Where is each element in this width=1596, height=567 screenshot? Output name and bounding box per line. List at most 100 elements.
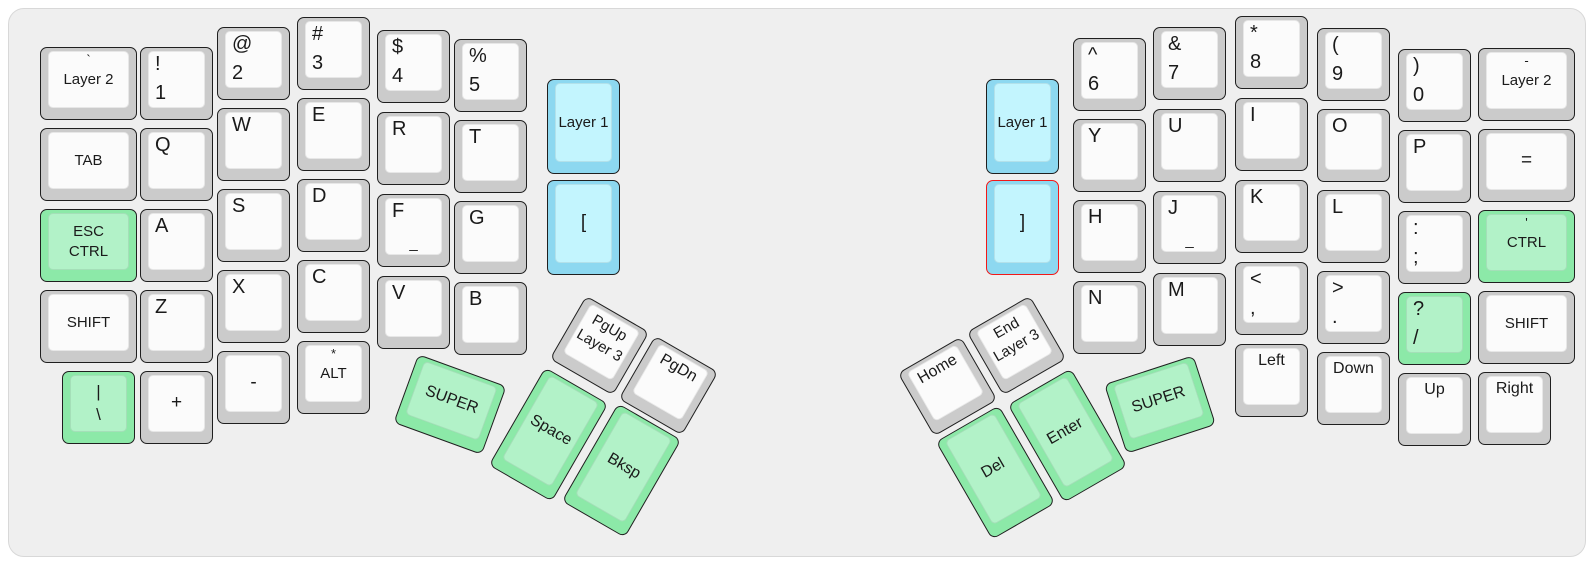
key-pipe-backslash[interactable]: | \ (62, 371, 135, 444)
key-amp-7[interactable]: &7 (1153, 27, 1226, 100)
key-legend-bl: 0 (1413, 84, 1425, 106)
key-q[interactable]: Q (140, 128, 213, 201)
key-rparen-0[interactable]: )0 (1398, 49, 1471, 122)
keycap-top: ?/ (1406, 296, 1463, 353)
keycap-top: C (305, 264, 362, 321)
key-esc-ctrl[interactable]: ESC CTRL (40, 209, 137, 282)
keycap-top: H (1081, 204, 1138, 261)
keycap-top: *8 (1243, 20, 1300, 77)
key-minus-layer2[interactable]: -Layer 2 (1478, 48, 1575, 121)
key-c[interactable]: C (297, 260, 370, 333)
key-legend-tl: K (1250, 186, 1264, 208)
key-shift-left[interactable]: SHIFT (40, 290, 137, 363)
key-legend-tl: I (1250, 104, 1256, 126)
key-layer1-right[interactable]: Layer 1 (986, 79, 1059, 174)
keycap-top: SHIFT (1486, 295, 1567, 352)
key-colon-semicolon[interactable]: :; (1398, 211, 1471, 284)
keycap-top: @2 (225, 31, 282, 88)
key-legend-center: SUPER (1129, 383, 1188, 417)
key-right[interactable]: Right (1478, 372, 1551, 445)
key-j[interactable]: J_ (1153, 191, 1226, 264)
key-quote-ctrl[interactable]: 'CTRL (1478, 210, 1575, 283)
keycap-top: N (1081, 285, 1138, 342)
keycap-top: O (1325, 113, 1382, 170)
key-shift-right[interactable]: SHIFT (1478, 291, 1575, 364)
keycap-top: TAB (48, 132, 129, 189)
key-tab[interactable]: TAB (40, 128, 137, 201)
key-legend-center: Layer 1 (558, 113, 609, 131)
key-legend-tl: $ (392, 36, 404, 58)
key-legend-tl: D (312, 185, 327, 207)
key-h[interactable]: H (1073, 200, 1146, 273)
key-legend-center: SHIFT (1504, 314, 1549, 332)
key-g[interactable]: G (454, 201, 527, 274)
keycap-top: ^6 (1081, 42, 1138, 99)
key-b[interactable]: B (454, 282, 527, 355)
key-legend-tl: H (1088, 206, 1103, 228)
key-w[interactable]: W (217, 108, 290, 181)
keycap-top: SUPER (1112, 361, 1205, 440)
key-e[interactable]: E (297, 98, 370, 171)
key-at-2[interactable]: @2 (217, 27, 290, 100)
key-u[interactable]: U (1153, 109, 1226, 182)
key-legend-tl: # (312, 23, 324, 45)
key-minus-left[interactable]: - (217, 351, 290, 424)
key-up[interactable]: Up (1398, 373, 1471, 446)
key-gt-period[interactable]: >. (1317, 271, 1390, 344)
key-dollar-4[interactable]: $4 (377, 30, 450, 103)
key-legend-center: Left (1258, 352, 1285, 369)
key-t[interactable]: T (454, 120, 527, 193)
key-exclam-1[interactable]: !1 (140, 47, 213, 120)
key-legend-center: PgUp Layer 3 (573, 311, 630, 365)
key-grave-layer2[interactable]: `Layer 2 (40, 47, 137, 120)
key-lt-comma[interactable]: <, (1235, 262, 1308, 335)
key-hash-3[interactable]: #3 (297, 17, 370, 90)
key-legend-tl: P (1413, 136, 1427, 158)
key-m[interactable]: M (1153, 273, 1226, 346)
key-z[interactable]: Z (140, 290, 213, 363)
key-n[interactable]: N (1073, 281, 1146, 354)
key-percent-5[interactable]: %5 (454, 39, 527, 112)
key-lparen-9[interactable]: (9 (1317, 28, 1390, 101)
key-l[interactable]: L (1317, 190, 1390, 263)
key-asterisk-8[interactable]: *8 (1235, 16, 1308, 89)
keycap-top: P (1406, 134, 1463, 191)
keycap-top: *ALT (305, 345, 362, 402)
key-o[interactable]: O (1317, 109, 1390, 182)
key-f[interactable]: F_ (377, 194, 450, 267)
keycap-top: SHIFT (48, 294, 129, 351)
key-s[interactable]: S (217, 189, 290, 262)
keycap-top: J_ (1161, 195, 1218, 252)
keycap-top: [ (555, 184, 612, 263)
key-left[interactable]: Left (1235, 344, 1308, 417)
key-rbracket[interactable]: ] (986, 180, 1059, 275)
key-super-left[interactable]: SUPER (393, 354, 507, 455)
key-legend-tl: Q (155, 134, 171, 156)
key-lbracket[interactable]: [ (547, 180, 620, 275)
key-plus[interactable]: + (140, 371, 213, 444)
key-super-right[interactable]: SUPER (1104, 355, 1216, 454)
keycap-top: Y (1081, 123, 1138, 180)
keycap-top: Right (1486, 376, 1543, 433)
key-question-slash[interactable]: ?/ (1398, 292, 1471, 365)
key-legend-tl: ) (1413, 55, 1420, 77)
key-a[interactable]: A (140, 209, 213, 282)
key-caret-6[interactable]: ^6 (1073, 38, 1146, 111)
key-legend-tl: F (392, 200, 405, 222)
key-y[interactable]: Y (1073, 119, 1146, 192)
key-legend-tl: ^ (1088, 44, 1098, 66)
key-v[interactable]: V (377, 276, 450, 349)
key-d[interactable]: D (297, 179, 370, 252)
key-x[interactable]: X (217, 270, 290, 343)
key-layer1-left[interactable]: Layer 1 (547, 79, 620, 174)
key-i[interactable]: I (1235, 98, 1308, 171)
key-down[interactable]: Down (1317, 352, 1390, 425)
key-star-alt[interactable]: *ALT (297, 341, 370, 414)
key-r[interactable]: R (377, 112, 450, 185)
key-equals[interactable]: = (1478, 129, 1575, 202)
keycap-top: A (148, 213, 205, 270)
key-legend-bl: 8 (1250, 51, 1262, 73)
key-p[interactable]: P (1398, 130, 1471, 203)
key-k[interactable]: K (1235, 180, 1308, 253)
keycap-top: G (462, 205, 519, 262)
